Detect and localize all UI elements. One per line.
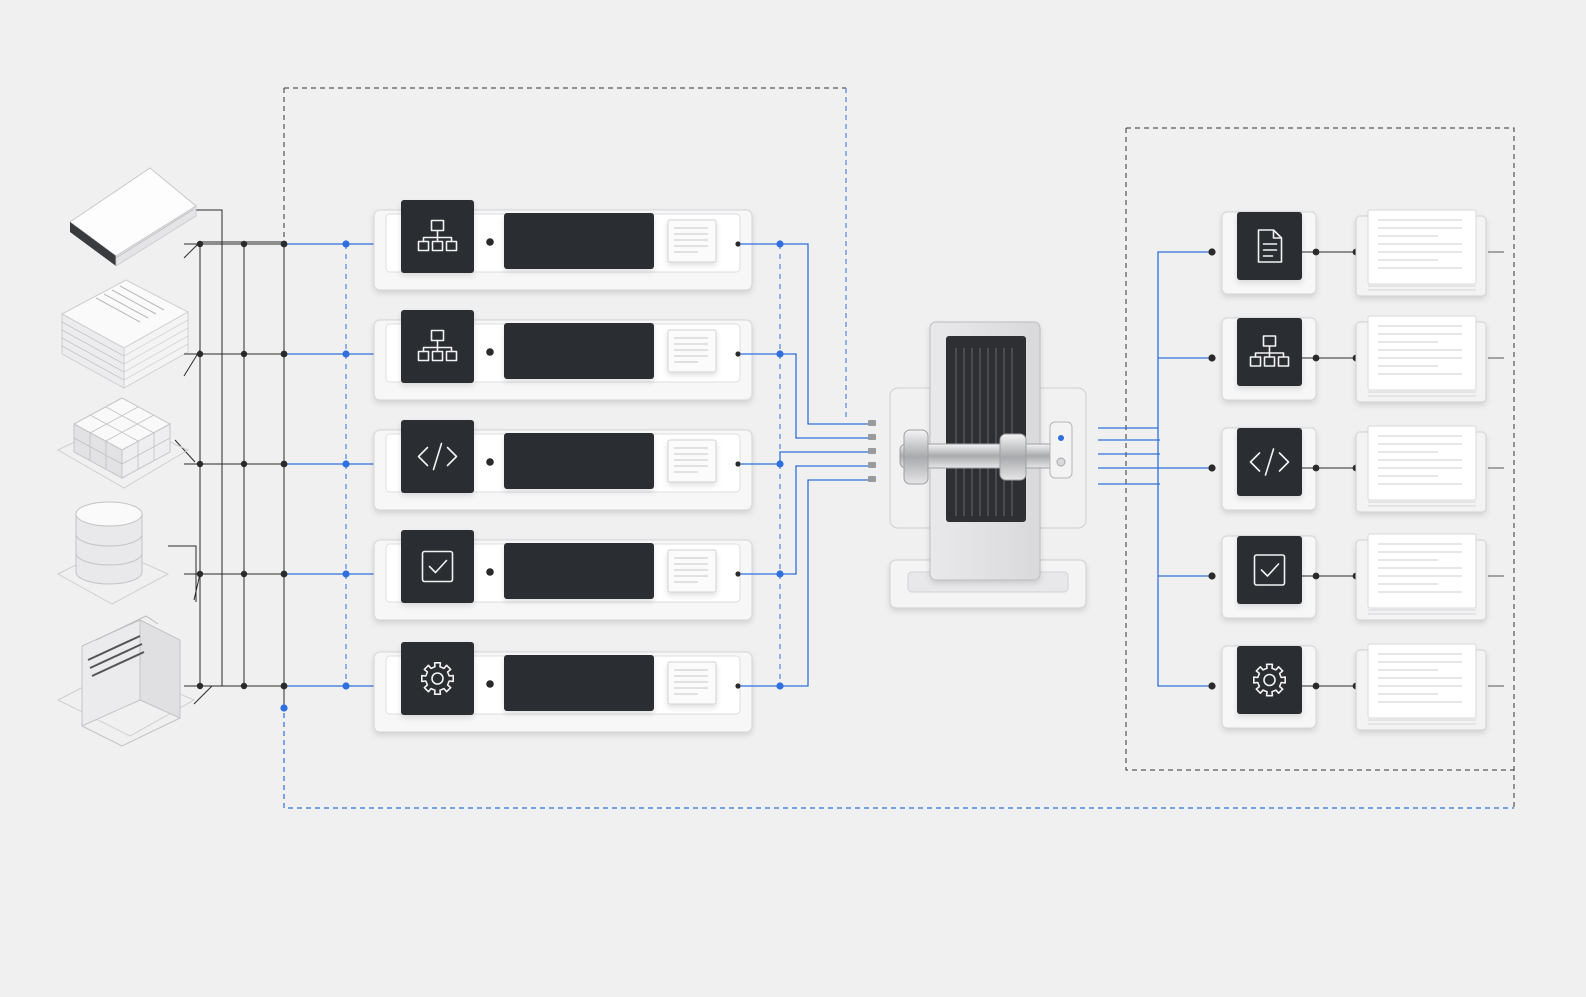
connector-dot <box>196 240 204 248</box>
connector-dot <box>735 683 741 689</box>
processor-icon-tile <box>401 642 474 715</box>
connector-dot <box>1312 464 1320 472</box>
processor-row <box>184 310 784 401</box>
connector-dot <box>1208 354 1216 362</box>
connector-dot <box>735 351 741 357</box>
processor-bar <box>504 323 654 379</box>
output-document-page <box>1367 209 1477 285</box>
data-cube-icon <box>56 397 190 489</box>
connector-dot <box>1208 248 1216 256</box>
connector-dot <box>280 350 288 358</box>
gear-icon <box>421 662 454 695</box>
checkbox-icon <box>1253 554 1286 586</box>
processor-row <box>184 642 784 733</box>
hierarchy-icon <box>417 329 458 362</box>
output-row <box>1208 315 1504 403</box>
connector-dot <box>240 682 248 690</box>
output-row <box>1208 533 1504 621</box>
connector-dot <box>735 571 741 577</box>
merge-lines <box>779 243 876 687</box>
connector-dot <box>240 350 248 358</box>
connector-dot <box>196 682 204 690</box>
connector-dot <box>342 570 350 578</box>
output-document-page <box>1367 315 1477 391</box>
output-icon-tile <box>1237 536 1302 604</box>
connector-dot <box>280 240 288 248</box>
processor-output-card <box>667 661 717 705</box>
connector-dot <box>342 460 350 468</box>
output-icon-tile <box>1237 212 1302 280</box>
connector-dot <box>342 350 350 358</box>
processor-bar <box>504 213 654 269</box>
processor-row <box>184 420 784 511</box>
connector-dot <box>240 570 248 578</box>
connector-dot <box>240 460 248 468</box>
output-row <box>1208 643 1504 731</box>
gear-icon <box>1253 663 1286 697</box>
output-row <box>1208 209 1504 297</box>
feedback-bottom-loop <box>283 704 1514 809</box>
connector-dot <box>196 350 204 358</box>
right-group-frame <box>1125 127 1515 810</box>
connector-dot <box>1208 464 1216 472</box>
connector-dot <box>342 682 350 690</box>
output-document-page <box>1367 533 1477 609</box>
processor-output-card <box>667 549 717 593</box>
output-rows <box>1208 209 1504 731</box>
shredder-machine-icon <box>889 321 1087 609</box>
connector-dot <box>486 458 494 466</box>
database-icon <box>56 501 170 605</box>
connector-dot <box>280 682 288 690</box>
sources <box>56 167 197 747</box>
checkbox-icon <box>421 550 454 583</box>
processor-bar <box>504 433 654 489</box>
processor-output-card <box>667 439 717 483</box>
processor-rows <box>184 200 784 733</box>
output-document-page <box>1367 425 1477 501</box>
input-bus <box>168 209 285 705</box>
output-row <box>1208 425 1504 513</box>
processor-bar <box>504 543 654 599</box>
connector-dot <box>486 238 494 246</box>
processor-icon-tile <box>401 530 474 603</box>
connector-dot <box>280 460 288 468</box>
split-lines <box>1098 251 1212 687</box>
processor-bar <box>504 655 654 711</box>
connector-dot <box>735 241 741 247</box>
connector-dot <box>196 460 204 468</box>
connector-dot <box>342 240 350 248</box>
processor-output-card <box>667 219 717 263</box>
connector-dot <box>240 240 248 248</box>
processor-row <box>184 200 784 291</box>
connector-dot <box>486 568 494 576</box>
connector-dot <box>486 348 494 356</box>
connector-dot <box>280 570 288 578</box>
code-icon <box>417 442 458 471</box>
output-icon-tile <box>1237 646 1302 714</box>
code-icon <box>1249 448 1290 476</box>
connector-dot <box>196 570 204 578</box>
connector-dot <box>1208 682 1216 690</box>
hierarchy-icon <box>417 219 458 252</box>
connector-dot <box>1312 354 1320 362</box>
document-stack-icon <box>60 279 190 389</box>
hierarchy-icon <box>1249 335 1290 367</box>
file-folder-icon <box>56 615 196 747</box>
connector-dot <box>1312 572 1320 580</box>
processor-output-card <box>667 329 717 373</box>
connector-dot <box>486 680 494 688</box>
connector-dot <box>1312 248 1320 256</box>
output-document-page <box>1367 643 1477 719</box>
book-icon <box>69 167 197 267</box>
processor-row <box>184 530 784 621</box>
connector-dot <box>1208 572 1216 580</box>
connector-dot <box>735 461 741 467</box>
document-icon <box>1257 229 1283 263</box>
connector-dot <box>280 704 288 712</box>
connector-dot <box>1312 682 1320 690</box>
